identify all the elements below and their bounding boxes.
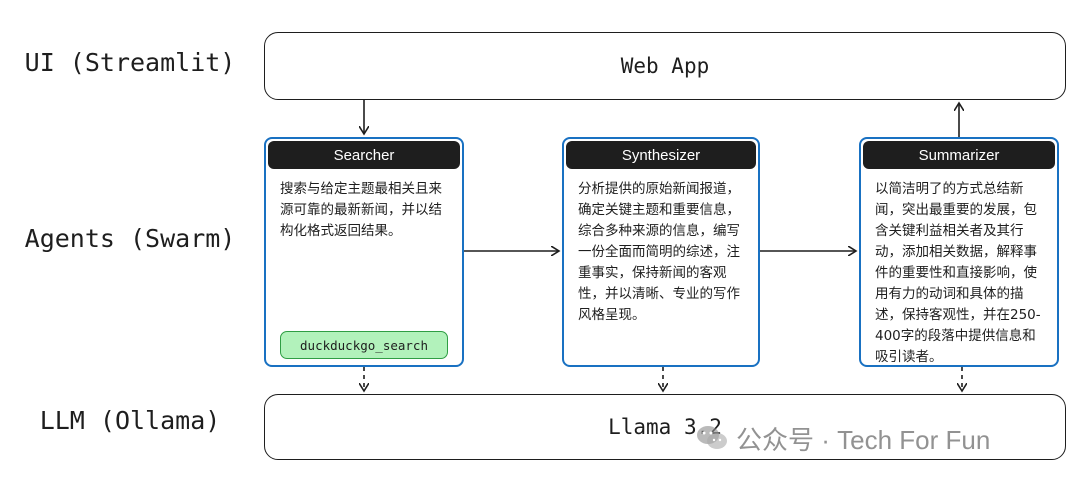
agent-synthesizer: Synthesizer 分析提供的原始新闻报道，确定关键主题和重要信息，综合多种… bbox=[562, 137, 760, 367]
watermark-text: 公众号 · Tech For Fun bbox=[736, 424, 991, 455]
llm-box: Llama 3.2 bbox=[264, 394, 1066, 460]
watermark: 公众号 · Tech For Fun bbox=[696, 418, 990, 458]
layer-label-ui: UI (Streamlit) bbox=[24, 48, 236, 77]
agent-searcher: Searcher 搜索与给定主题最相关且来源可靠的最新新闻，并以结构化格式返回结… bbox=[264, 137, 464, 367]
agent-summarizer-title: Summarizer bbox=[863, 141, 1055, 169]
agent-searcher-description: 搜索与给定主题最相关且来源可靠的最新新闻，并以结构化格式返回结果。 bbox=[280, 181, 442, 239]
web-app-box: Web App bbox=[264, 32, 1066, 100]
agent-summarizer-description: 以简洁明了的方式总结新闻，突出最重要的发展，包含关键利益相关者及其行动，添加相关… bbox=[875, 181, 1041, 365]
agent-synthesizer-title: Synthesizer bbox=[566, 141, 756, 169]
wechat-icon bbox=[697, 426, 727, 449]
layer-label-llm: LLM (Ollama) bbox=[39, 406, 221, 435]
web-app-label: Web App bbox=[620, 54, 710, 78]
agent-summarizer: Summarizer 以简洁明了的方式总结新闻，突出最重要的发展，包含关键利益相… bbox=[859, 137, 1059, 367]
tool-chip-duckduckgo: duckduckgo_search bbox=[280, 331, 448, 359]
agent-searcher-title: Searcher bbox=[268, 141, 460, 169]
layer-label-agents: Agents (Swarm) bbox=[24, 224, 236, 253]
agent-synthesizer-description: 分析提供的原始新闻报道，确定关键主题和重要信息，综合多种来源的信息，编写一份全面… bbox=[578, 181, 740, 323]
